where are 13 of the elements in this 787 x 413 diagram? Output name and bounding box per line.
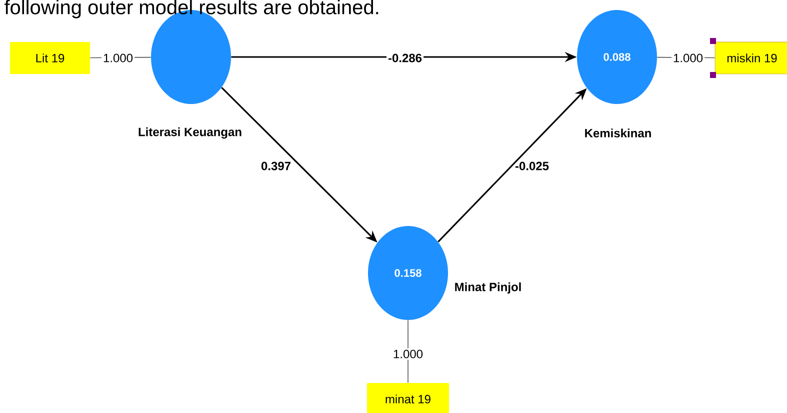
construct-label: Kemiskinan [585,128,651,138]
indicator-box: Lit 19 [10,42,90,74]
construct-label: Literasi Keuangan [138,127,242,139]
edge-label: -0.025 [515,162,549,170]
edge-label: 1.000 [672,52,705,64]
edge-label: -0.286 [386,52,424,64]
construct-label: Minat Pinjol [455,282,521,294]
indicator-box: minat 19 [367,383,449,413]
edge-label: 1.000 [392,348,425,360]
caption-text: following outer model results are obtained. [4,0,378,18]
edge-label: 1.000 [102,52,135,64]
edge-label: 0.397 [261,162,290,170]
indicator-box: miskin 19 [714,42,787,74]
